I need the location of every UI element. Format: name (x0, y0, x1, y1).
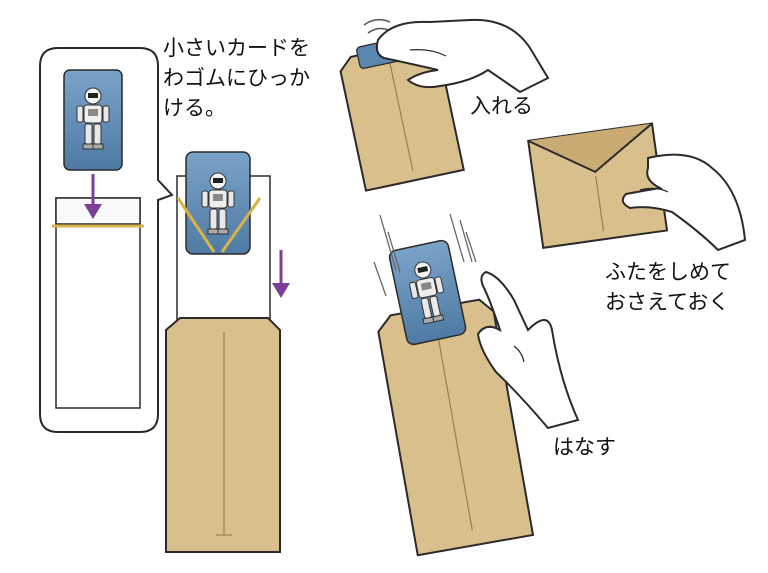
robot-card-icon (63, 69, 123, 171)
step-release (373, 213, 580, 557)
callout-bubble (39, 47, 174, 433)
hand-icon (375, 18, 550, 94)
step-insert (339, 18, 550, 192)
envelope-icon (527, 122, 669, 249)
down-arrow-icon (84, 174, 102, 219)
down-arrow-icon (272, 250, 290, 298)
instruction-close-flap: ふたをしめて おさえておく (605, 257, 731, 317)
instruction-line: わゴムにひっか (163, 66, 310, 90)
motion-lines (373, 213, 477, 297)
robot-card-icon (185, 151, 251, 255)
envelope-icon (165, 317, 281, 553)
instruction-insert: 入れる (470, 94, 533, 118)
instruction-release: はなす (553, 435, 616, 459)
step-close (527, 122, 747, 252)
instruction-line: ける。 (163, 96, 226, 120)
hand-icon (621, 153, 747, 252)
paper-strip (55, 197, 141, 409)
instruction-line: 小さいカードを (163, 36, 310, 60)
hand-icon (476, 270, 580, 430)
robot-card-icon (388, 239, 467, 346)
instruction-attach-card: 小さいカードを わゴムにひっか ける。 (163, 33, 310, 123)
step-attach (165, 151, 290, 553)
rubber-band (176, 197, 262, 253)
instruction-line: おさえておく (605, 290, 730, 314)
instruction-line: ふたをしめて (605, 260, 731, 284)
